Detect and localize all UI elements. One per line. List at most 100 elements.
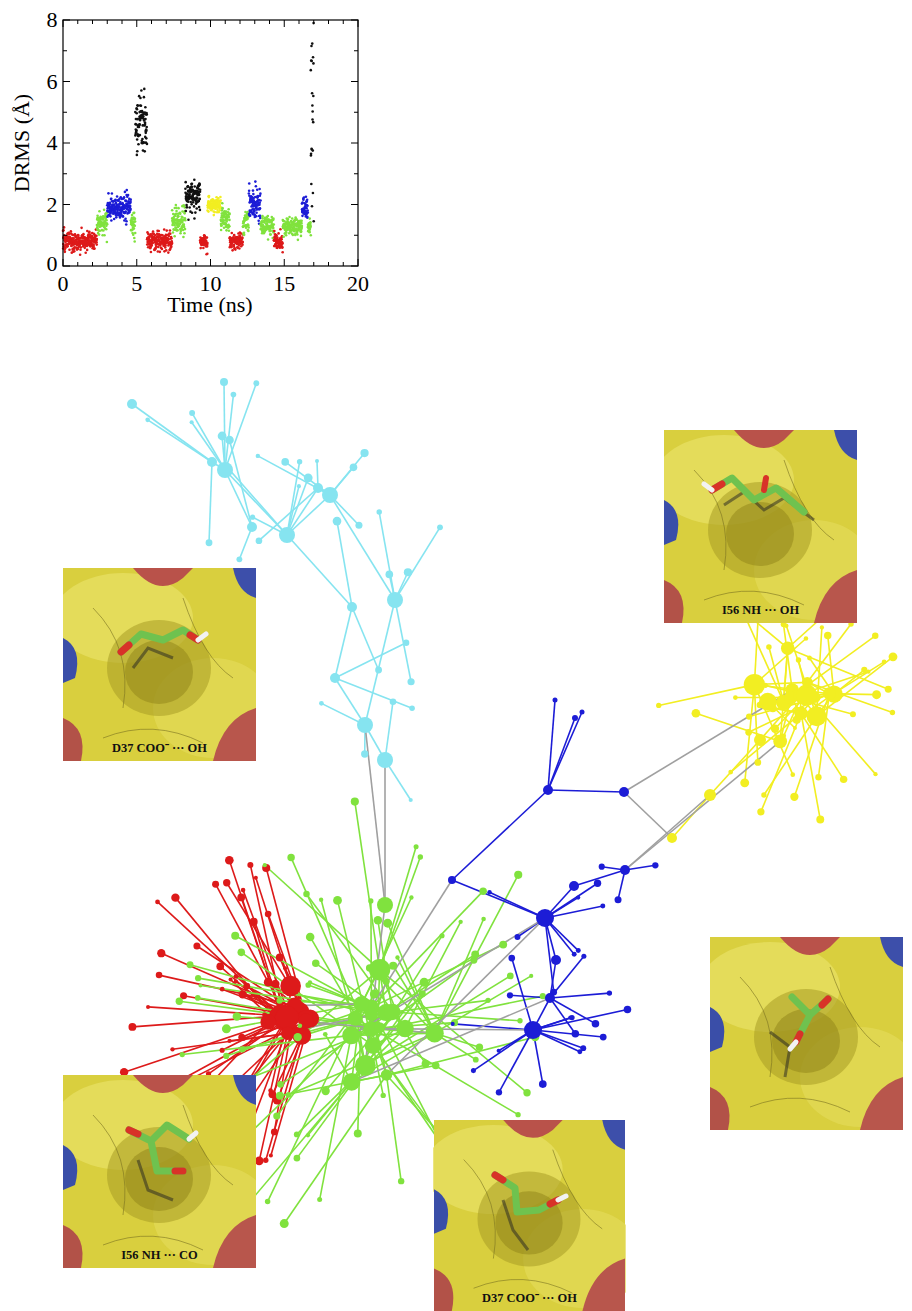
- data-point: [191, 182, 194, 185]
- graph-vertex: [306, 933, 315, 942]
- data-point: [76, 248, 79, 251]
- graph-link: [337, 521, 352, 607]
- graph-vertex: [409, 895, 413, 899]
- graph-link: [229, 860, 281, 1015]
- graph-link: [696, 713, 780, 741]
- graph-vertex: [354, 996, 369, 1011]
- graph-vertex: [600, 1034, 607, 1041]
- graph-link: [330, 453, 365, 495]
- data-point: [161, 248, 164, 251]
- data-point: [184, 187, 187, 190]
- data-point: [218, 209, 221, 212]
- data-point: [205, 253, 208, 256]
- graph-vertex: [473, 1057, 479, 1063]
- graph-vertex: [704, 789, 716, 801]
- graph-link: [244, 1082, 352, 1209]
- data-point: [79, 246, 82, 249]
- data-point: [124, 199, 127, 202]
- graph-vertex: [294, 1155, 301, 1162]
- data-point: [220, 224, 223, 227]
- graph-vertex: [479, 887, 487, 895]
- data-point: [98, 233, 101, 236]
- data-point: [206, 252, 209, 255]
- data-point: [210, 207, 213, 210]
- data-point: [135, 112, 138, 115]
- data-point: [193, 185, 196, 188]
- graph-vertex: [389, 962, 397, 970]
- graph-vertex: [395, 955, 399, 959]
- graph-link: [550, 998, 595, 1024]
- data-point: [110, 198, 113, 201]
- data-point: [212, 214, 215, 217]
- graph-link: [574, 870, 625, 886]
- data-point: [116, 195, 119, 198]
- graph-vertex: [820, 625, 824, 629]
- data-point: [136, 133, 139, 136]
- graph-vertex: [553, 698, 558, 703]
- data-point: [105, 218, 108, 221]
- graph-link: [285, 462, 330, 495]
- graph-vertex: [365, 1008, 378, 1021]
- graph-vertex: [170, 1047, 174, 1051]
- graph-link: [308, 1082, 352, 1135]
- graph-vertex: [607, 990, 612, 995]
- data-point: [135, 129, 138, 132]
- graph-vertex: [381, 1093, 386, 1098]
- graph-vertex: [599, 864, 605, 870]
- graph-link: [807, 695, 876, 774]
- graph-vertex: [171, 893, 179, 901]
- data-point: [145, 126, 148, 129]
- graph-vertex: [757, 808, 764, 815]
- data-point: [79, 248, 82, 251]
- data-point: [193, 205, 196, 208]
- graph-vertex: [243, 983, 250, 990]
- graph-link: [352, 976, 532, 1082]
- graph-vertex: [385, 571, 393, 579]
- graph-link: [284, 1075, 386, 1224]
- graph-vertex: [241, 888, 246, 893]
- graph-vertex: [824, 632, 831, 639]
- data-point: [199, 188, 202, 191]
- graph-link: [625, 741, 780, 870]
- data-point: [125, 220, 128, 223]
- graph-vertex: [195, 995, 201, 1001]
- graph-vertex: [370, 990, 379, 999]
- graph-vertex: [303, 891, 309, 897]
- graph-vertex: [889, 652, 898, 661]
- graph-vertex: [794, 707, 807, 720]
- graph-link: [550, 993, 609, 998]
- data-point: [68, 235, 71, 238]
- data-point: [67, 232, 70, 235]
- graph-vertex: [529, 974, 533, 978]
- graph-vertex: [315, 459, 319, 463]
- data-point: [144, 106, 147, 109]
- graph-link: [545, 918, 554, 992]
- graph-vertex: [357, 717, 373, 733]
- graph-vertex: [319, 701, 324, 706]
- graph-vertex: [451, 1019, 458, 1026]
- graph-vertex: [220, 378, 228, 386]
- data-point: [179, 213, 182, 216]
- data-point: [206, 209, 209, 212]
- data-point: [119, 201, 122, 204]
- graph-link: [452, 880, 545, 918]
- data-point: [152, 230, 155, 233]
- graph-link: [268, 1018, 356, 1201]
- graph-vertex: [376, 509, 381, 514]
- graph-vertex: [271, 1128, 278, 1135]
- data-point: [98, 210, 101, 213]
- graph-link: [379, 512, 395, 600]
- data-point: [127, 194, 130, 197]
- graph-vertex: [265, 1199, 270, 1204]
- graph-vertex: [384, 1004, 400, 1020]
- graph-link: [365, 725, 385, 905]
- data-point: [238, 247, 241, 250]
- data-point: [86, 249, 89, 252]
- data-point: [171, 209, 174, 212]
- data-point: [127, 211, 130, 214]
- data-point: [228, 213, 231, 216]
- graph-link: [731, 713, 801, 772]
- graph-vertex: [306, 1133, 310, 1137]
- graph-vertex: [348, 1011, 363, 1026]
- graph-link: [335, 678, 412, 708]
